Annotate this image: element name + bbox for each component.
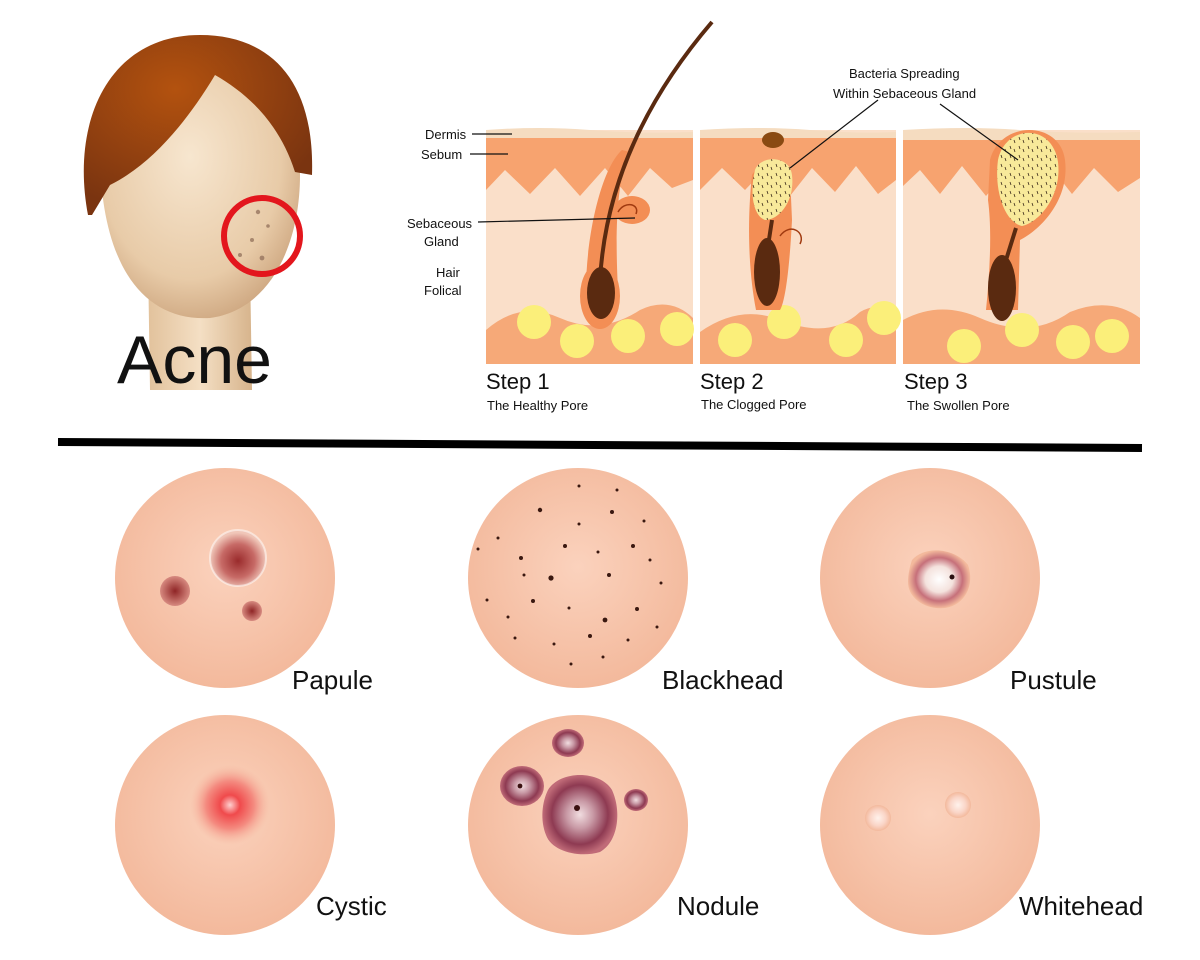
- step-1-caption: The Healthy Pore: [487, 398, 588, 413]
- label-bacteria-2: Within Sebaceous Gland: [833, 86, 976, 101]
- whitehead-right: [945, 792, 971, 818]
- step-3-title: Step 3: [904, 369, 968, 394]
- nodule-large: [542, 775, 618, 855]
- section-divider: [57, 438, 1143, 452]
- label-sebaceous-1: Sebaceous: [407, 216, 473, 231]
- label-papule: Papule: [292, 665, 373, 695]
- label-sebaceous-2: Gland: [424, 234, 459, 249]
- hair: [83, 35, 313, 215]
- panel-step-1: [486, 20, 714, 364]
- label-hair-2: Folical: [424, 283, 462, 298]
- blackhead-dots: [476, 484, 663, 666]
- label-whitehead: Whitehead: [1019, 891, 1143, 921]
- label-nodule: Nodule: [677, 891, 759, 921]
- acne-type-pustule: Pustule: [820, 468, 1097, 695]
- step-3-caption: The Swollen Pore: [907, 398, 1010, 413]
- label-bacteria-1: Bacteria Spreading: [849, 66, 960, 81]
- label-sebum: Sebum: [421, 147, 462, 162]
- cyst-lesion: [190, 765, 270, 845]
- hair-strand: [598, 20, 714, 281]
- blemish-dots: [238, 209, 270, 261]
- label-blackhead: Blackhead: [662, 665, 783, 695]
- whitehead-left: [865, 805, 891, 831]
- head-illustration: [83, 35, 313, 390]
- step-2-caption: The Clogged Pore: [701, 397, 807, 412]
- label-cystic: Cystic: [316, 891, 387, 921]
- indicator-ring: [221, 195, 303, 277]
- acne-type-blackhead: Blackhead: [468, 468, 783, 695]
- acne-title: Acne: [117, 322, 272, 398]
- label-pustule: Pustule: [1010, 665, 1097, 695]
- acne-type-whitehead: Whitehead: [820, 715, 1143, 935]
- panel-step-2: [700, 128, 901, 364]
- step-2-title: Step 2: [700, 369, 764, 394]
- label-dermis: Dermis: [425, 127, 467, 142]
- papule-large: [210, 530, 266, 586]
- acne-type-nodule: Nodule: [468, 715, 759, 935]
- step-1-title: Step 1: [486, 369, 550, 394]
- pustule-lesion: [908, 550, 971, 609]
- leader-lines: [470, 99, 1019, 223]
- acne-type-papule: Papule: [115, 468, 373, 695]
- acne-type-cystic: Cystic: [115, 715, 387, 935]
- cross-section-diagram: Dermis Sebum Sebaceous Gland Hair Folica…: [407, 20, 1140, 413]
- label-hair-1: Hair: [436, 265, 461, 280]
- panel-step-3: [903, 128, 1140, 364]
